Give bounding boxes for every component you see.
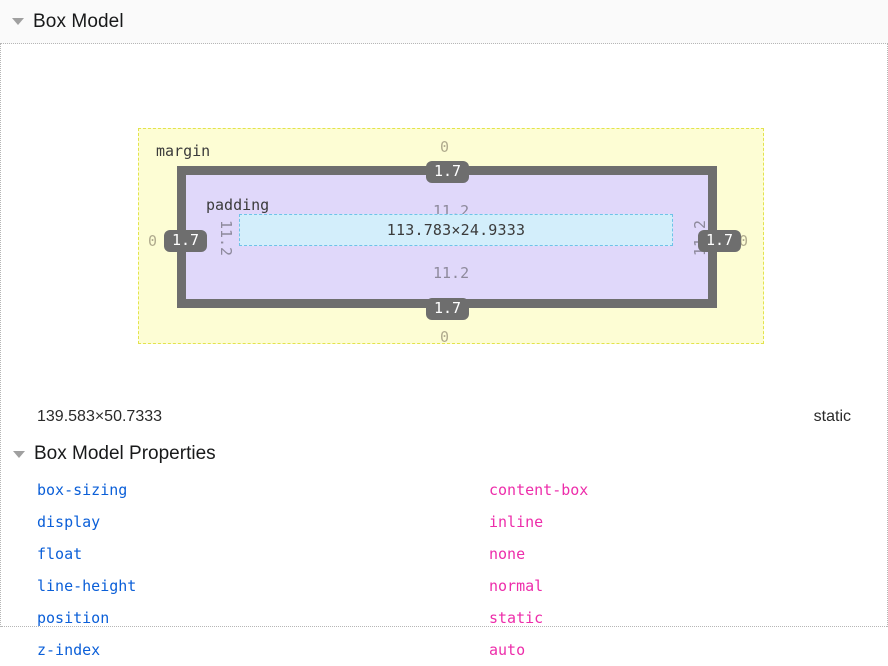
property-name[interactable]: float	[37, 545, 83, 563]
box-model-summary: 139.583×50.7333 static	[1, 399, 887, 435]
property-name[interactable]: box-sizing	[37, 481, 128, 499]
element-position-label: static	[813, 408, 851, 425]
page-title: Box Model	[33, 10, 124, 32]
box-model-panel-header[interactable]: Box Model	[0, 0, 888, 44]
table-row[interactable]: box-sizing content-box	[1, 474, 887, 506]
margin-bottom-value[interactable]: 0	[440, 328, 450, 346]
table-row[interactable]: line-height normal	[1, 570, 887, 602]
property-name[interactable]: position	[37, 609, 110, 627]
box-model-properties-title: Box Model Properties	[34, 443, 216, 464]
margin-label: margin	[156, 142, 211, 160]
property-value[interactable]: none	[489, 545, 526, 563]
box-model-panel-body: margin 0 0 0 0 border padding 11.2 11.2 …	[0, 44, 888, 659]
property-name[interactable]: line-height	[37, 577, 137, 595]
padding-region[interactable]: padding 11.2 11.2 11.2 11.2 113.783×24.9…	[186, 175, 709, 299]
table-row[interactable]: display inline	[1, 506, 887, 538]
property-value[interactable]: static	[489, 609, 544, 627]
content-region[interactable]: 113.783×24.9333	[239, 214, 673, 246]
padding-bottom-value[interactable]: 11.2	[433, 264, 470, 282]
triangle-down-icon[interactable]	[12, 18, 24, 25]
content-size-label: 113.783×24.9333	[386, 221, 526, 239]
table-row[interactable]: z-index auto	[1, 634, 887, 666]
table-row[interactable]: position static	[1, 602, 887, 634]
property-name[interactable]: display	[37, 513, 101, 531]
box-model-properties-list: box-sizing content-box display inline fl…	[1, 474, 887, 666]
padding-label: padding	[206, 196, 270, 214]
border-right-value[interactable]: 1.7	[698, 230, 742, 252]
border-bottom-value[interactable]: 1.7	[426, 298, 470, 320]
table-row[interactable]: float none	[1, 538, 887, 570]
property-name[interactable]: z-index	[37, 641, 101, 659]
element-size-label: 139.583×50.7333	[37, 408, 163, 425]
border-left-value[interactable]: 1.7	[164, 230, 208, 252]
box-model-properties-header[interactable]: Box Model Properties	[1, 438, 887, 470]
triangle-down-icon[interactable]	[13, 450, 25, 458]
border-region[interactable]: border padding 11.2 11.2 11.2 11.2 113.7…	[177, 166, 717, 308]
padding-left-value[interactable]: 11.2	[217, 219, 236, 257]
property-value[interactable]: auto	[489, 641, 526, 659]
property-value[interactable]: inline	[489, 513, 544, 531]
border-top-value[interactable]: 1.7	[426, 161, 470, 183]
margin-top-value[interactable]: 0	[440, 138, 450, 156]
margin-left-value[interactable]: 0	[148, 232, 158, 250]
margin-region[interactable]: margin 0 0 0 0 border padding 11.2 11.2 …	[138, 128, 764, 346]
property-value[interactable]: content-box	[489, 481, 589, 499]
box-model-diagram: margin 0 0 0 0 border padding 11.2 11.2 …	[1, 44, 887, 346]
property-value[interactable]: normal	[489, 577, 544, 595]
margin-right-value[interactable]: 0	[739, 232, 749, 250]
